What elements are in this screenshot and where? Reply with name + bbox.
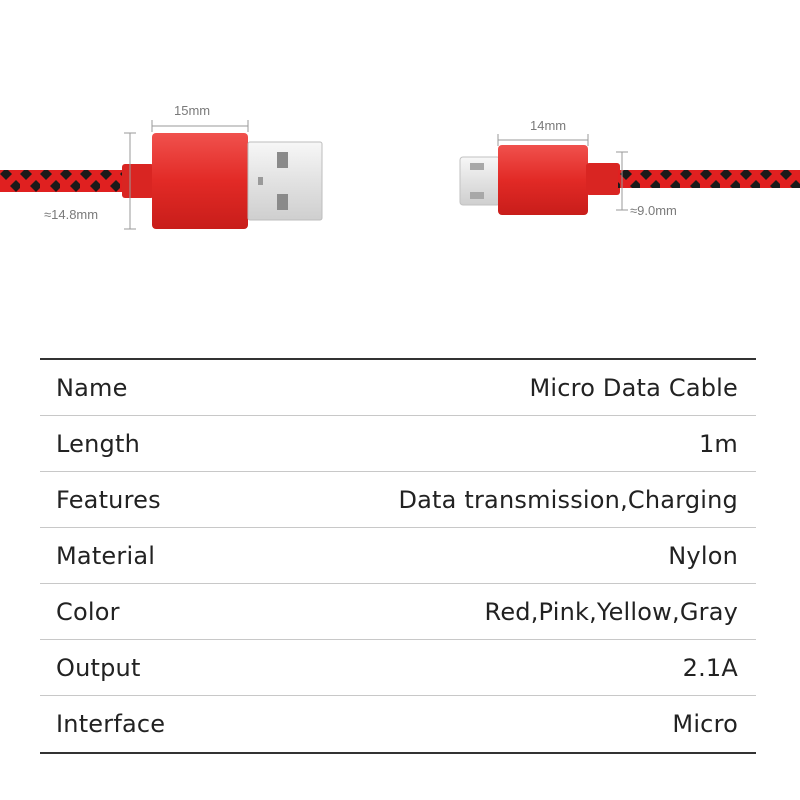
- spec-row-interface: Interface Micro: [40, 696, 756, 752]
- right-braided-cable: [618, 170, 800, 188]
- spec-label: Material: [56, 541, 156, 570]
- spec-row-length: Length 1m: [40, 416, 756, 472]
- spec-label: Features: [56, 485, 161, 514]
- usb-metal-plug: [247, 141, 323, 221]
- usb-housing: [152, 133, 248, 229]
- spec-row-color: Color Red,Pink,Yellow,Gray: [40, 584, 756, 640]
- spec-row-output: Output 2.1A: [40, 640, 756, 696]
- spec-row-name: Name Micro Data Cable: [40, 360, 756, 416]
- left-braided-cable: [0, 170, 128, 192]
- cable-figure: 15mm ≈14.8mm 14mm ≈9.0mm: [0, 103, 800, 230]
- spec-value: 1m: [698, 429, 738, 458]
- spec-label: Interface: [56, 710, 166, 738]
- spec-value: Data transmission,Charging: [398, 485, 738, 514]
- usb-a-connector: 15mm ≈14.8mm: [0, 103, 323, 230]
- spec-value: 2.1A: [682, 653, 738, 682]
- spec-row-features: Features Data transmission,Charging: [40, 472, 756, 528]
- usb-diameter-dimension: ≈14.8mm: [44, 207, 98, 222]
- spec-label: Name: [56, 373, 128, 402]
- spec-value: Nylon: [668, 541, 738, 570]
- spec-value: Micro: [672, 710, 738, 738]
- usb-strain-relief: [122, 164, 154, 198]
- micro-strain-relief: [586, 163, 620, 195]
- spec-label: Length: [56, 429, 140, 458]
- spec-row-material: Material Nylon: [40, 528, 756, 584]
- spec-table: Name Micro Data Cable Length 1m Features…: [40, 358, 756, 754]
- spec-label: Output: [56, 653, 141, 682]
- micro-diameter-dimension: ≈9.0mm: [630, 203, 677, 218]
- spec-label: Color: [56, 597, 120, 626]
- micro-housing: [498, 145, 588, 215]
- spec-value: Micro Data Cable: [529, 373, 738, 402]
- spec-value: Red,Pink,Yellow,Gray: [484, 597, 738, 626]
- usb-width-dimension: 15mm: [174, 103, 210, 118]
- micro-width-dimension: 14mm: [530, 118, 566, 133]
- micro-usb-connector: 14mm ≈9.0mm: [459, 118, 800, 218]
